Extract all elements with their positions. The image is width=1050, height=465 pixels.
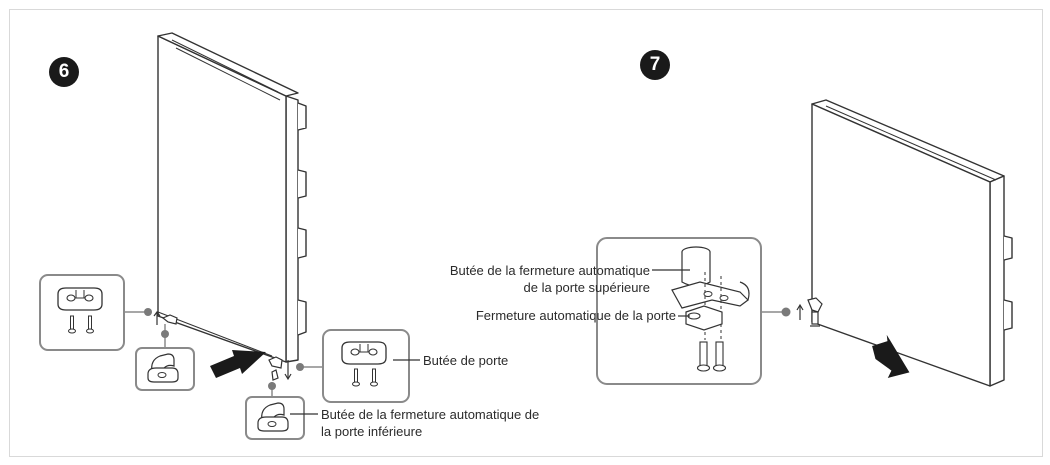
callout-left-hinge: [39, 274, 152, 351]
step-7-door: [811, 99, 1013, 387]
label-upper-auto-close-stop-line2: de la porte supérieure: [523, 280, 650, 295]
label-lower-auto-close-stop-line1: Butée de la fermeture automatique de: [321, 407, 540, 422]
step-6-upper-hinge-mark: [153, 311, 178, 325]
callout-upper-auto-close: [596, 237, 791, 385]
step-6-number: 6: [58, 61, 70, 82]
push-arrow-icon-step-7: [872, 334, 910, 378]
callout-door-stop: [296, 329, 420, 403]
callout-left-stopper: [135, 324, 195, 391]
step-7-badge: 7: [640, 50, 670, 80]
label-door-auto-close: Fermeture automatique de la porte: [475, 308, 676, 323]
diagram-frame: [9, 9, 1043, 457]
callout-lower-auto-close-stop: [245, 382, 318, 440]
label-upper-auto-close-stop-line1: Butée de la fermeture automatique: [449, 263, 650, 278]
step-6-lower-hinge-mark: [268, 356, 292, 381]
step-6-door: [157, 32, 307, 363]
push-arrow-icon: [210, 350, 266, 378]
label-lower-auto-close-stop-line2: la porte inférieure: [321, 424, 423, 439]
step-7-hinge-mark: [796, 297, 823, 327]
label-door-stop: Butée de porte: [423, 353, 509, 368]
step-7-number: 7: [649, 54, 661, 75]
step-6-badge: 6: [49, 57, 79, 87]
